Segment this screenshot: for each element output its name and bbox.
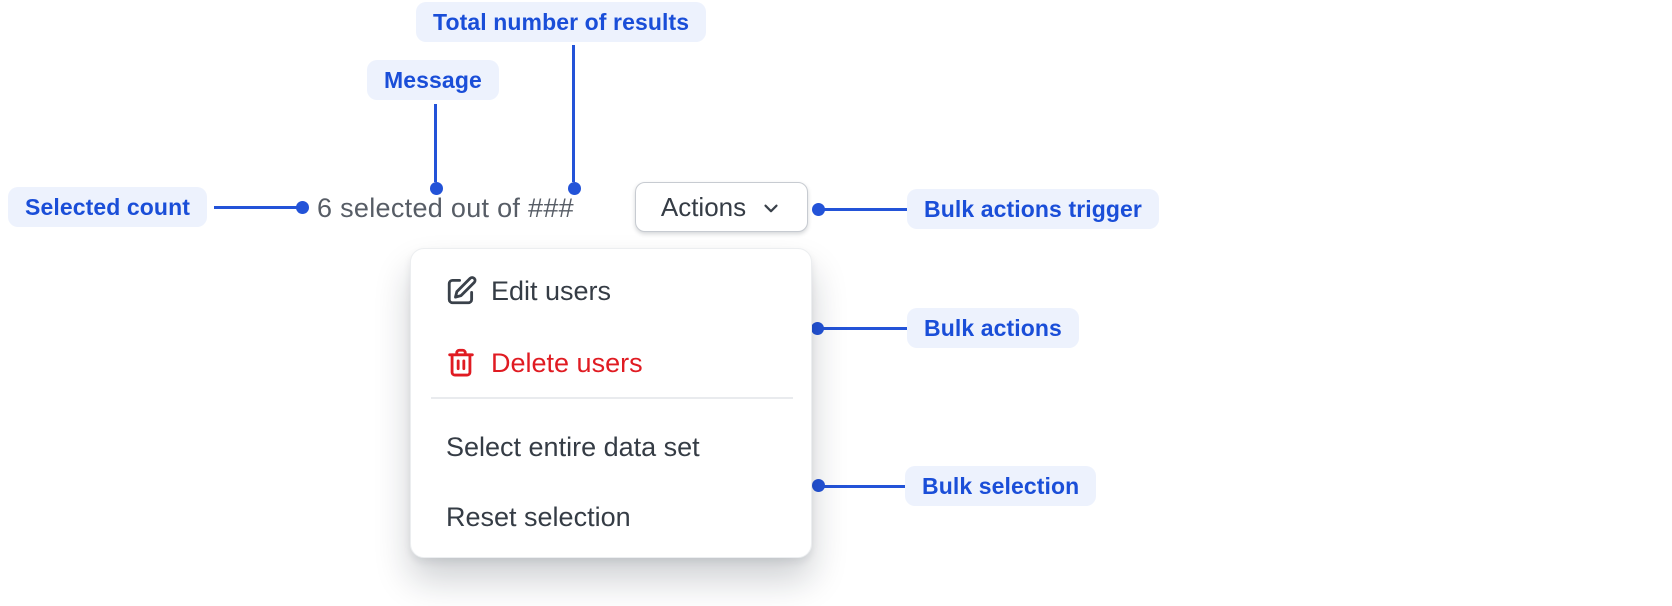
connector-message xyxy=(434,104,437,182)
selected-count-message: 6 selected out of ### xyxy=(317,193,574,223)
connector-dot-message xyxy=(430,182,443,195)
menu-item-label: Edit users xyxy=(491,276,612,306)
connector-dot-bulk-actions-trigger xyxy=(812,203,825,216)
connector-dot-bulk-selection xyxy=(812,479,825,492)
connector-selected-count xyxy=(214,206,297,209)
trash-icon xyxy=(444,346,478,380)
annotation-selected-count: Selected count xyxy=(8,187,207,227)
actions-button-label: Actions xyxy=(660,191,747,222)
connector-dot-bulk-actions xyxy=(811,322,824,335)
annotation-message: Message xyxy=(367,60,499,100)
connector-bulk-actions-trigger xyxy=(823,208,907,211)
chevron-down-icon xyxy=(760,197,782,219)
menu-item-label: Select entire data set xyxy=(446,432,700,462)
edit-icon xyxy=(444,274,478,308)
connector-dot-selected-count xyxy=(296,201,309,214)
menu-divider xyxy=(431,397,793,399)
annotation-total-number-of-results: Total number of results xyxy=(416,2,707,42)
menu-item-delete-users[interactable]: Delete users xyxy=(444,346,643,380)
annotation-bulk-actions: Bulk actions xyxy=(907,308,1079,348)
connector-bulk-selection xyxy=(823,485,905,488)
menu-item-label: Reset selection xyxy=(446,502,631,532)
menu-item-label: Delete users xyxy=(491,348,643,378)
bulk-actions-menu: Edit users Delete users Select entire da… xyxy=(410,248,812,558)
menu-item-edit-users[interactable]: Edit users xyxy=(444,274,611,308)
connector-bulk-actions xyxy=(823,327,907,330)
menu-item-reset-selection[interactable]: Reset selection xyxy=(446,500,631,534)
connector-dot-total-results xyxy=(568,182,581,195)
menu-item-select-entire-data-set[interactable]: Select entire data set xyxy=(446,430,700,464)
connector-total-results xyxy=(572,45,575,182)
annotation-bulk-selection: Bulk selection xyxy=(905,466,1097,506)
bulk-actions-trigger-button[interactable]: Actions xyxy=(635,182,808,232)
annotation-bulk-actions-trigger: Bulk actions trigger xyxy=(907,189,1159,229)
